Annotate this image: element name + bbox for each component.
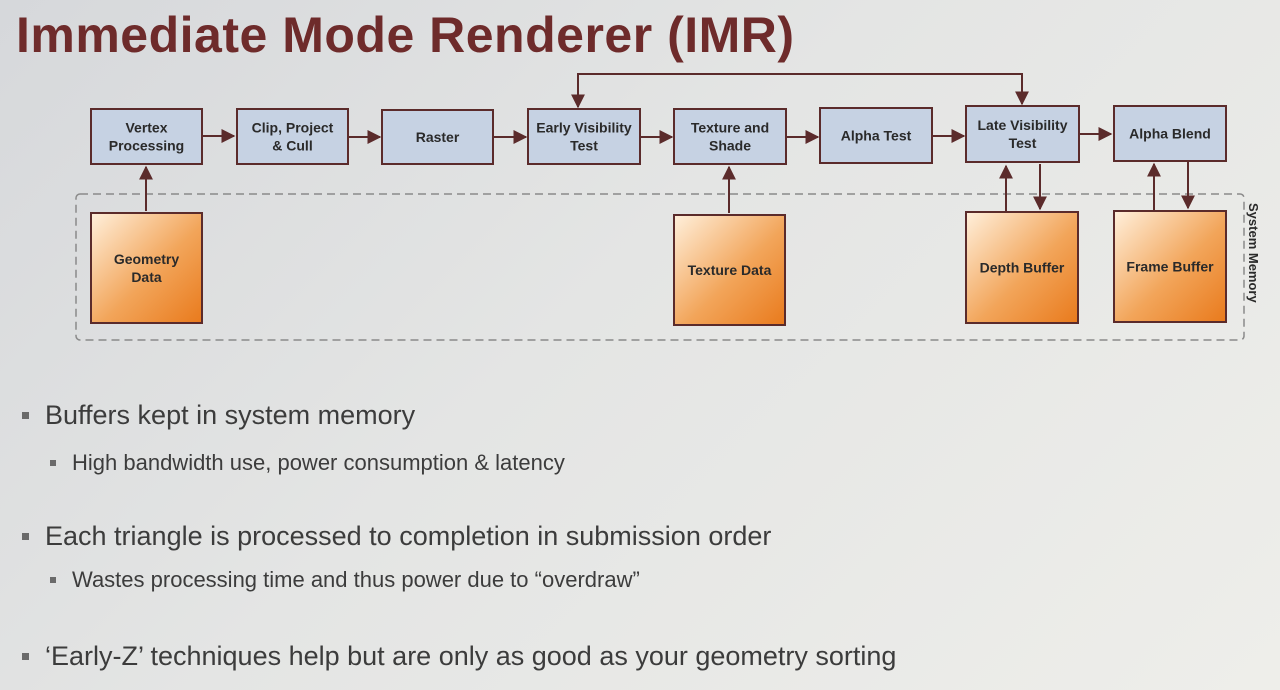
memory-depth: Depth Buffer (965, 211, 1079, 324)
stage-label: Vertex (125, 120, 167, 136)
stage-label: Early Visibility (536, 120, 632, 136)
stage-alpha-test: Alpha Test (819, 107, 933, 164)
stage-box (819, 107, 933, 164)
stage-raster: Raster (381, 109, 494, 165)
stage-label: Late Visibility (978, 117, 1068, 133)
memory-label: Texture Data (688, 262, 772, 278)
bullet-buffers: Buffers kept in system memory (22, 400, 415, 431)
memory-box (1113, 210, 1227, 323)
stage-label: Texture and (691, 120, 769, 136)
stage-clip: Clip, Project & Cull (236, 108, 349, 165)
stage-label: Raster (416, 129, 460, 145)
stage-box (527, 108, 641, 165)
memory-label: Geometry (114, 251, 180, 267)
stage-box (236, 108, 349, 165)
stage-label: Clip, Project (252, 120, 334, 136)
stage-label: Alpha Test (841, 128, 912, 144)
stage-label: Processing (109, 138, 184, 154)
stage-label: Test (570, 138, 598, 154)
memory-label: Data (131, 269, 162, 285)
memory-label: Depth Buffer (980, 260, 1065, 276)
memory-frame: Frame Buffer (1113, 210, 1227, 323)
arrow-early-visibility-to-late-visibility-loop (571, 73, 1029, 109)
stage-box (90, 108, 203, 165)
memory-label: Frame Buffer (1126, 259, 1214, 275)
stage-box (1113, 105, 1227, 162)
stage-alpha-blend: Alpha Blend (1113, 105, 1227, 162)
system-memory-label: System Memory (1246, 203, 1261, 303)
memory-box (90, 212, 203, 324)
bullet-triangle-order: Each triangle is processed to completion… (22, 521, 771, 552)
sub-bullet-overdraw: Wastes processing time and thus power du… (50, 567, 640, 593)
memory-texture-data: Texture Data (673, 214, 786, 326)
memory-box (965, 211, 1079, 324)
sub-bullet-bandwidth: High bandwidth use, power consumption & … (50, 450, 565, 476)
system-memory-region (75, 193, 1245, 341)
stage-box (381, 109, 494, 165)
stage-box (673, 108, 787, 165)
bullet-early-z: ‘Early-Z’ techniques help but are only a… (22, 641, 896, 672)
stage-label: & Cull (272, 138, 312, 154)
stage-label: Shade (709, 138, 751, 154)
stage-label: Alpha Blend (1129, 126, 1211, 142)
stage-label: Test (1009, 135, 1037, 151)
stage-box (965, 105, 1080, 163)
memory-box (673, 214, 786, 326)
slide-title: Immediate Mode Renderer (IMR) (16, 7, 795, 63)
